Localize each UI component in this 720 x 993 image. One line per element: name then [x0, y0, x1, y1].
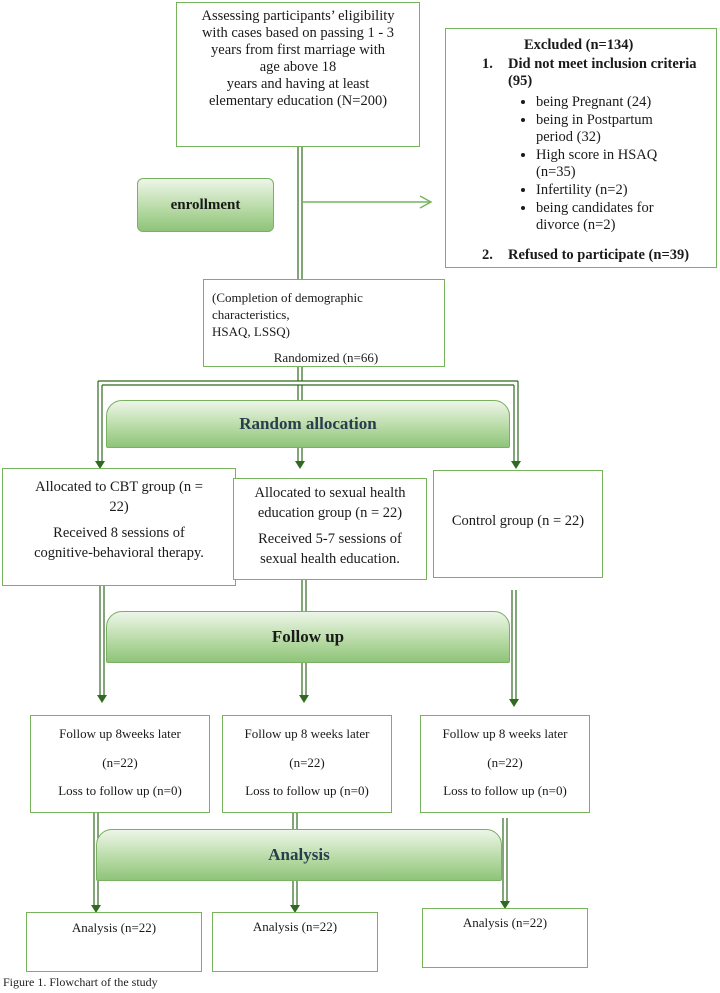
randomized-count: Randomized (n=66) — [273, 350, 379, 365]
bullet-text: being candidates for — [536, 200, 654, 216]
bullet-text: period (32) — [536, 129, 601, 145]
eligibility-line: years and having at least — [226, 76, 370, 92]
arrow-to-an-mid — [290, 905, 300, 913]
excluded-bullet-list: being Pregnant (24) being in Postpartum … — [446, 93, 718, 235]
follow-up-loss: Loss to follow up (n=0) — [245, 783, 369, 798]
cbt-group-line: cognitive-behavioral therapy. — [34, 545, 204, 561]
analysis-banner: Analysis — [96, 829, 502, 881]
excluded-title: Excluded (n=134) — [524, 37, 634, 53]
follow-up-loss: Loss to follow up (n=0) — [58, 783, 182, 798]
follow-up-count: (n=22) — [487, 755, 523, 770]
excluded-bullet: being in Postpartum period (32) — [536, 112, 718, 146]
bullet-text: being in Postpartum — [536, 112, 653, 128]
randomized-line: HSAQ, LSSQ) — [212, 324, 291, 339]
follow-up-count: (n=22) — [102, 755, 138, 770]
eligibility-line: years from first marriage with — [211, 42, 385, 58]
analysis-count: Analysis (n=22) — [462, 915, 548, 930]
she-group-line: sexual health education. — [260, 551, 400, 567]
she-group-line: Allocated to sexual health — [254, 485, 406, 501]
cbt-group-box: Allocated to CBT group (n = 22) Received… — [2, 468, 236, 586]
she-group-line: Received 5-7 sessions of — [258, 531, 402, 547]
follow-up-box-control: Follow up 8 weeks later (n=22) Loss to f… — [420, 715, 590, 813]
bullet-text: being Pregnant (24) — [536, 94, 652, 110]
arrow-to-an-right — [500, 901, 510, 909]
excluded-bullet: being Pregnant (24) — [536, 94, 718, 111]
follow-up-loss: Loss to follow up (n=0) — [443, 783, 567, 798]
eligibility-line: elementary education (N=200) — [208, 93, 388, 109]
excluded-item1-text: Did not meet inclusion criteria (95) — [508, 56, 718, 90]
randomized-line: (Completion of demographic characteristi… — [212, 290, 363, 322]
excluded-arrowhead — [419, 195, 433, 209]
arrow-to-fu-mid — [299, 695, 309, 703]
she-group-line: education group (n = 22) — [257, 505, 403, 521]
excluded-item1-line: Did not meet inclusion criteria — [508, 56, 697, 72]
excluded-item2-text: Refused to participate (n=39) — [508, 247, 690, 263]
cbt-group-line: Allocated to CBT group (n = — [35, 479, 203, 495]
analysis-box-control: Analysis (n=22) — [422, 908, 588, 968]
analysis-label: Analysis — [268, 845, 330, 864]
follow-up-box-she: Follow up 8 weeks later (n=22) Loss to f… — [222, 715, 392, 813]
bullet-text: divorce (n=2) — [536, 217, 616, 233]
arrow-to-cbt — [95, 461, 105, 469]
arrow-to-an-left — [91, 905, 101, 913]
follow-up-label: Follow up — [271, 627, 345, 646]
bullet-text: High score in HSAQ — [536, 147, 658, 163]
analysis-box-she: Analysis (n=22) — [212, 912, 378, 972]
eligibility-box: Assessing participants’ eligibility with… — [176, 2, 420, 147]
analysis-box-cbt: Analysis (n=22) — [26, 912, 202, 972]
arrow-to-she — [295, 461, 305, 469]
follow-up-title: Follow up 8weeks later — [59, 726, 181, 741]
follow-up-count: (n=22) — [289, 755, 325, 770]
eligibility-line: Assessing participants’ eligibility — [201, 8, 395, 24]
excluded-bullet: Infertility (n=2) — [536, 182, 718, 199]
random-allocation-label: Random allocation — [239, 414, 377, 433]
control-group-label: Control group (n = 22) — [451, 513, 585, 529]
analysis-count: Analysis (n=22) — [252, 919, 338, 934]
cbt-group-line: 22) — [109, 499, 129, 515]
sexual-health-education-box: Allocated to sexual health education gro… — [233, 478, 427, 580]
excluded-bullet: being candidates for divorce (n=2) — [536, 200, 718, 234]
excluded-box: Excluded (n=134) 1. Did not meet inclusi… — [445, 28, 717, 268]
eligibility-line: with cases based on passing 1 - 3 — [201, 25, 395, 41]
follow-up-title: Follow up 8 weeks later — [442, 726, 568, 741]
control-group-box: Control group (n = 22) — [433, 470, 603, 578]
excluded-bullet: High score in HSAQ (n=35) — [536, 147, 718, 181]
arrow-to-control — [511, 461, 521, 469]
cbt-group-line: Received 8 sessions of — [53, 525, 185, 541]
follow-up-banner: Follow up — [106, 611, 510, 663]
random-allocation-banner: Random allocation — [106, 400, 510, 448]
enrollment-banner: enrollment — [137, 178, 274, 232]
bullet-text: (n=35) — [536, 164, 576, 180]
follow-up-title: Follow up 8 weeks later — [244, 726, 370, 741]
figure-caption: Figure 1. Flowchart of the study — [3, 975, 158, 989]
follow-up-box-cbt: Follow up 8weeks later (n=22) Loss to fo… — [30, 715, 210, 813]
excluded-item2-number: 2. — [482, 247, 493, 263]
excluded-item1-line: (95) — [508, 73, 533, 89]
eligibility-line: age above 18 — [259, 59, 337, 75]
randomized-box: (Completion of demographic characteristi… — [203, 279, 445, 367]
bullet-text: Infertility (n=2) — [536, 182, 628, 198]
enrollment-label: enrollment — [170, 196, 241, 213]
arrow-to-fu-right — [509, 699, 519, 707]
excluded-item1-number: 1. — [482, 56, 493, 72]
analysis-count: Analysis (n=22) — [71, 920, 157, 935]
arrow-to-fu-left — [97, 695, 107, 703]
